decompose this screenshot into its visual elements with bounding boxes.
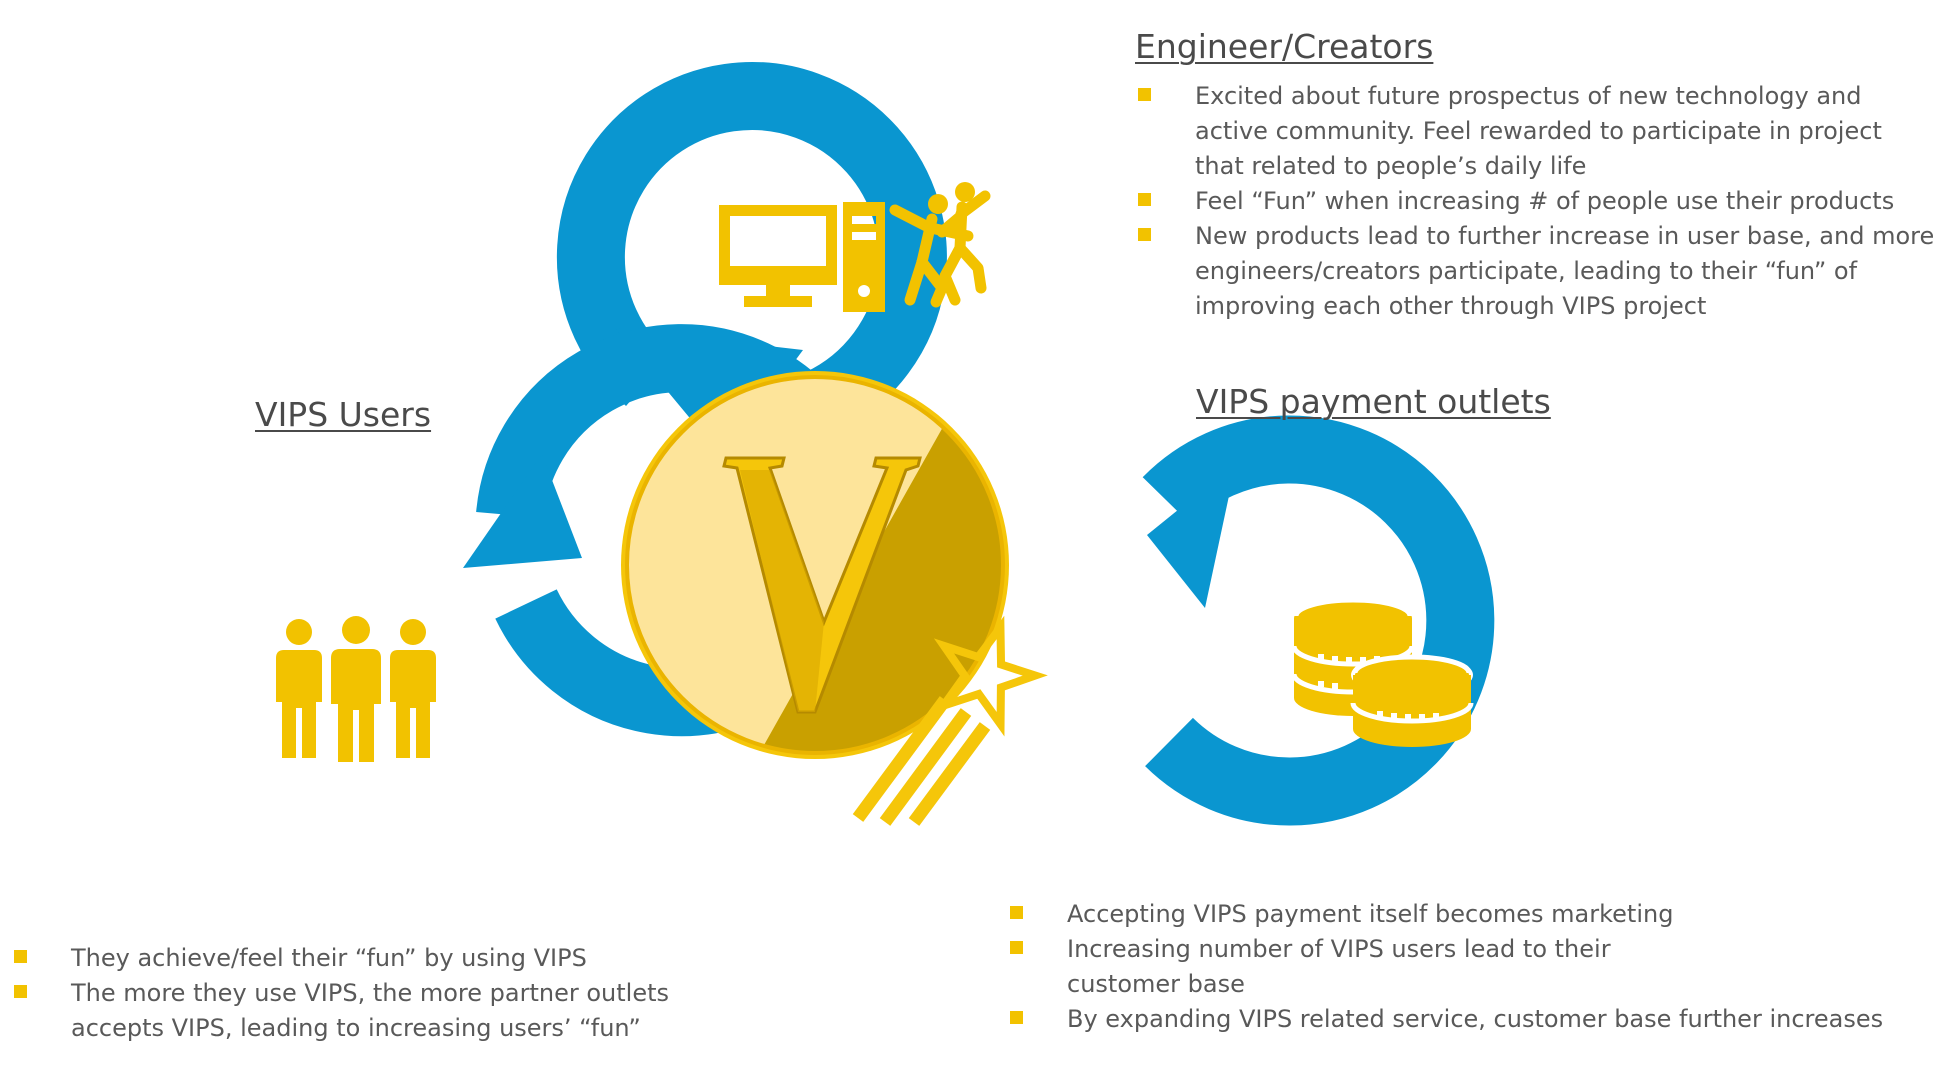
coin-stacks-icon <box>1291 597 1474 747</box>
list-item: Feel “Fun” when increasing # of people u… <box>1138 184 1938 219</box>
vips-coin-logo-icon <box>621 371 1048 826</box>
users-heading: VIPS Users <box>255 395 432 434</box>
engineers-bullet-list: Excited about future prospectus of new t… <box>1138 79 1938 324</box>
list-item: Accepting VIPS payment itself becomes ma… <box>1010 897 1950 932</box>
list-item: The more they use VIPS, the more partner… <box>14 976 714 1046</box>
list-item: Excited about future prospectus of new t… <box>1138 79 1938 184</box>
list-item: They achieve/feel their “fun” by using V… <box>14 941 714 976</box>
group-people-icon <box>276 616 436 762</box>
outlets-heading: VIPS payment outlets <box>1196 382 1551 421</box>
list-item: By expanding VIPS related service, custo… <box>1010 1002 1950 1037</box>
outlets-cycle-arrow <box>1142 415 1495 826</box>
engineers-heading: Engineer/Creators <box>1135 27 1434 66</box>
list-item: Increasing number of VIPS users lead to … <box>1010 932 1950 1002</box>
list-item: New products lead to further increase in… <box>1138 219 1938 324</box>
dancing-people-icon <box>889 182 991 308</box>
desktop-computer-icon <box>719 202 885 312</box>
users-bullet-list: They achieve/feel their “fun” by using V… <box>14 941 714 1046</box>
outlets-bullet-list: Accepting VIPS payment itself becomes ma… <box>1010 897 1950 1037</box>
